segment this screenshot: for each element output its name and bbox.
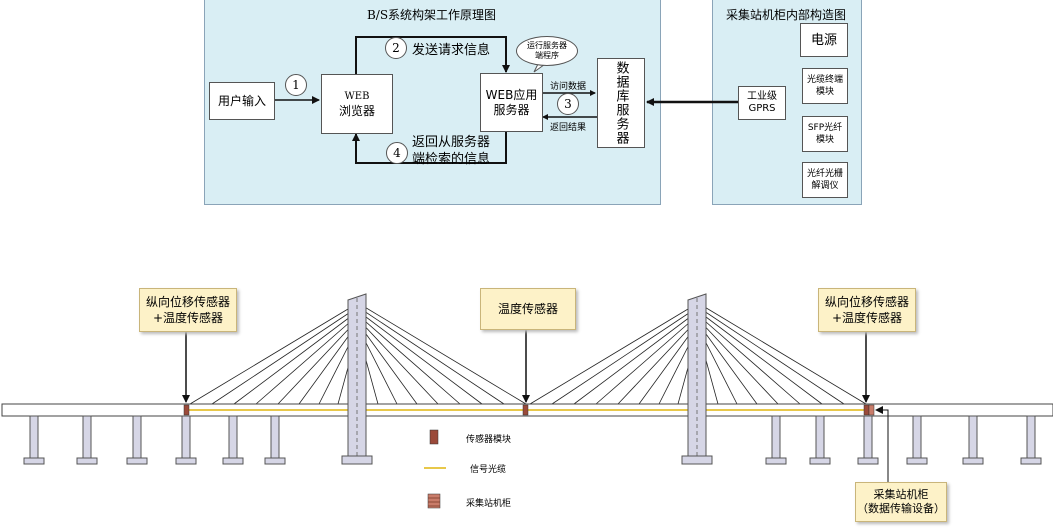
grating-label-1: 光纤光栅 <box>806 169 843 179</box>
return-info-label-1: 返回从服务器 <box>412 135 491 150</box>
fiber-terminal-label-2: 模块 <box>815 87 834 97</box>
step-4-circle: 4 <box>386 142 408 164</box>
sensor-module-right <box>863 404 870 416</box>
fiber-terminal-box: 光缆终端模块 <box>802 68 848 104</box>
step-2-label: 2 <box>392 40 400 55</box>
bs-panel-title: B/S系统构架工作原理图 <box>366 8 497 22</box>
station-cabinet-callout: 采集站机柜（数据传输设备） <box>855 482 947 522</box>
legend-sensor-module-label: 传感器模块 <box>466 435 512 445</box>
sfp-module-box: SFP光纤模块 <box>802 116 848 152</box>
gprs-label-1: 工业级 <box>747 91 777 102</box>
step-2-circle: 2 <box>385 37 407 59</box>
sfp-label-2: 模块 <box>815 135 834 145</box>
access-data-label: 访问数据 <box>550 82 587 92</box>
database-server-label: 数据库服务器 <box>613 61 629 145</box>
legend-signal-cable-label: 信号光缆 <box>470 465 507 475</box>
stay-cables-right <box>529 302 867 405</box>
web-browser-box: WEB 浏览器 <box>321 74 393 134</box>
web-server-box: WEB应用服务器 <box>480 73 543 132</box>
sensor-left-label-2: +温度传感器 <box>152 311 224 325</box>
legend-sensor-module-swatch <box>429 429 439 445</box>
return-result-label: 返回结果 <box>550 123 587 133</box>
run-program-bubble: 运行服务器端程序 <box>516 36 578 66</box>
sensor-callout-left: 纵向位移传感器 +温度传感器 <box>139 288 237 332</box>
user-input-box: 用户输入 <box>209 82 275 120</box>
grating-demodulator-box: 光纤光栅解调仪 <box>802 162 848 198</box>
sensor-mid-label: 温度传感器 <box>497 302 558 316</box>
run-program-label-2: 端程序 <box>535 51 559 60</box>
sensor-right-label-1: 纵向位移传感器 <box>824 295 909 309</box>
station-cabinet-on-deck <box>868 404 875 416</box>
sensor-module-mid <box>522 404 529 416</box>
sensor-callout-right: 纵向位移传感器 +温度传感器 <box>818 288 916 332</box>
pylon-left <box>341 293 373 465</box>
step-4-label: 4 <box>393 145 401 160</box>
run-program-label-1: 运行服务器 <box>527 41 567 50</box>
bridge-piers <box>23 415 1042 465</box>
user-input-label: 用户输入 <box>217 93 266 108</box>
bs-architecture-panel <box>204 0 661 205</box>
arrow-return-info <box>352 130 507 164</box>
browser-label-1: WEB <box>344 91 370 102</box>
step-1-label: 1 <box>292 77 300 92</box>
sensor-module-left <box>183 404 190 416</box>
legend-station-cabinet-label: 采集站机柜 <box>466 499 512 509</box>
fiber-terminal-label-1: 光缆终端 <box>806 75 843 85</box>
station-label-2: （数据传输设备） <box>857 502 945 515</box>
step-3-label: 3 <box>564 96 572 111</box>
sfp-label-1: SFP光纤 <box>807 123 843 133</box>
sensor-callout-mid: 温度传感器 <box>480 288 576 330</box>
sensor-left-label-1: 纵向位移传感器 <box>145 295 230 309</box>
step-3-circle: 3 <box>557 93 579 115</box>
gprs-label-2: GPRS <box>748 103 776 114</box>
return-info-label-2: 端检索的信息 <box>412 152 491 167</box>
arrow-send-request <box>355 36 510 74</box>
database-server-box: 数据库服务器 <box>597 58 645 148</box>
send-request-label: 发送请求信息 <box>412 43 491 58</box>
browser-label-2: 浏览器 <box>338 104 375 118</box>
web-server-label-2: 服务器 <box>493 102 530 117</box>
power-box: 电源 <box>800 23 848 57</box>
sensor-right-label-2: +温度传感器 <box>831 311 903 325</box>
pylon-right <box>681 293 713 465</box>
cabinet-panel-title: 采集站机柜内部构造图 <box>725 8 846 22</box>
station-label-1: 采集站机柜 <box>873 488 929 501</box>
grating-label-2: 解调仪 <box>811 181 839 191</box>
web-server-label-1: WEB应用 <box>485 87 538 102</box>
step-1-circle: 1 <box>285 74 307 96</box>
power-label: 电源 <box>810 32 837 48</box>
legend-station-cabinet-swatch <box>427 493 441 509</box>
